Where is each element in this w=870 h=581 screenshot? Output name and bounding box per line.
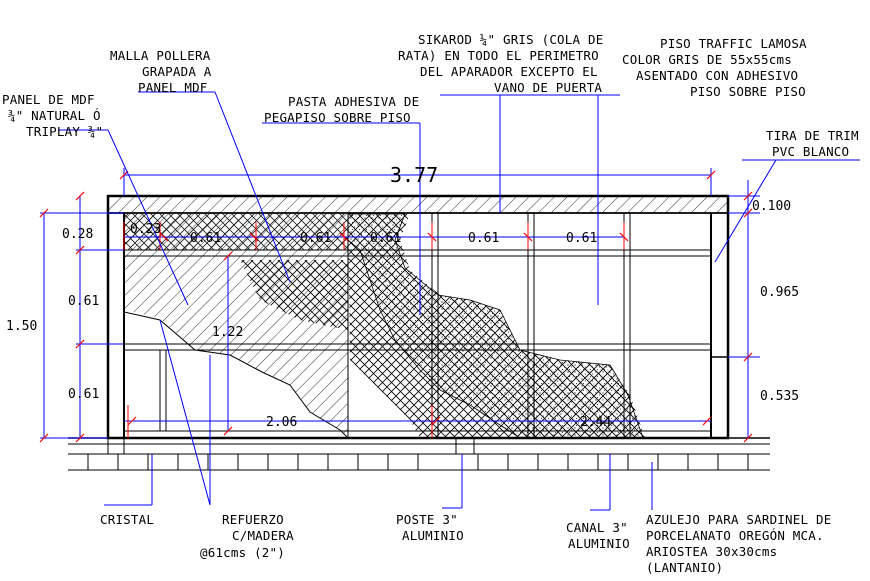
svg-text:MALLA POLLERA: MALLA POLLERA: [110, 48, 211, 63]
display-frame: [106, 194, 730, 440]
svg-text:TIRA DE TRIM: TIRA DE TRIM: [766, 128, 859, 143]
label-pasta: PASTA ADHESIVA DE PEGAPISO SOBRE PISO: [264, 94, 419, 125]
svg-text:AZULEJO PARA SARDINEL DE: AZULEJO PARA SARDINEL DE: [646, 512, 831, 527]
svg-text:¾" NATURAL Ó: ¾" NATURAL Ó: [8, 108, 101, 123]
dim-text-left-bottom: 0.61: [68, 387, 99, 402]
svg-text:COLOR GRIS DE 55x55cms: COLOR GRIS DE 55x55cms: [622, 52, 792, 67]
dim-text-right-mid: 0.965: [760, 285, 799, 300]
broken-edge-left: [123, 311, 349, 439]
svg-text:ALUMINIO: ALUMINIO: [402, 528, 464, 543]
dim-right: [728, 180, 760, 443]
dim-text-left-mid: 0.61: [68, 294, 99, 309]
svg-text:ASENTADO CON ADHESIVO: ASENTADO CON ADHESIVO: [636, 68, 798, 83]
dim-text-top-seg-2: 0.61: [300, 231, 331, 246]
leader-lines: [58, 91, 860, 511]
svg-text:TRIPLAY ¾": TRIPLAY ¾": [26, 124, 103, 139]
svg-text:CANAL 3": CANAL 3": [566, 520, 628, 535]
label-cristal: CRISTAL: [100, 512, 154, 527]
svg-text:SIKAROD ¼" GRIS (COLA DE: SIKAROD ¼" GRIS (COLA DE: [418, 32, 603, 47]
svg-text:ARIOSTEA 30x30cms: ARIOSTEA 30x30cms: [646, 544, 777, 559]
svg-text:ALUMINIO: ALUMINIO: [568, 536, 630, 551]
dimension-texts: 3.77 1.50 0.28 0.61 0.61 0.23 0.61 0.61 …: [6, 163, 799, 430]
label-tira: TIRA DE TRIM PVC BLANCO: [766, 128, 859, 159]
svg-text:PANEL DE MDF: PANEL DE MDF: [2, 92, 95, 107]
svg-text:PISO SOBRE PISO: PISO SOBRE PISO: [690, 84, 806, 99]
svg-text:PASTA ADHESIVA DE: PASTA ADHESIVA DE: [288, 94, 419, 109]
svg-text:RATA) EN TODO EL PERIMETRO: RATA) EN TODO EL PERIMETRO: [398, 48, 599, 63]
dim-inner-bottom: [124, 405, 712, 438]
dim-text-right-top: 0.100: [752, 199, 791, 214]
adhesive-stipple: [347, 213, 644, 439]
label-poste: POSTE 3" ALUMINIO: [396, 512, 464, 543]
dim-inner-top: [123, 222, 629, 250]
label-malla: MALLA POLLERA GRAPADA A PANEL MDF: [110, 48, 212, 95]
svg-text:PISO TRAFFIC LAMOSA: PISO TRAFFIC LAMOSA: [660, 36, 807, 51]
base-tile-row: [68, 437, 770, 471]
dim-inner-vertical: [223, 251, 233, 436]
label-azulejo: AZULEJO PARA SARDINEL DE PORCELANATO ORE…: [646, 512, 831, 575]
dim-text-left-height: 1.50: [6, 319, 37, 334]
svg-text:POSTE 3": POSTE 3": [396, 512, 458, 527]
svg-text:CRISTAL: CRISTAL: [100, 512, 154, 527]
svg-text:VANO DE PUERTA: VANO DE PUERTA: [494, 80, 602, 95]
top-slab: [107, 195, 729, 214]
dim-text-top-seg-3: 0.61: [370, 231, 401, 246]
mdf-panel-hatch: [124, 214, 348, 438]
dim-text-bottom-left: 2.06: [266, 415, 297, 430]
dim-text-bottom-right: 2.44: [580, 415, 611, 430]
dim-text-left-top: 0.28: [62, 227, 93, 242]
label-canal: CANAL 3" ALUMINIO: [566, 520, 630, 551]
svg-text:PORCELANATO OREGÓN MCA.: PORCELANATO OREGÓN MCA.: [646, 528, 824, 543]
svg-text:PVC BLANCO: PVC BLANCO: [772, 144, 849, 159]
dim-left: [39, 191, 124, 443]
svg-text:GRAPADA A: GRAPADA A: [142, 64, 212, 79]
svg-text:REFUERZO: REFUERZO: [222, 512, 284, 527]
svg-text:PANEL MDF: PANEL MDF: [138, 80, 208, 95]
label-panel-mdf: PANEL DE MDF ¾" NATURAL Ó TRIPLAY ¾": [2, 92, 103, 139]
svg-text:@61cms (2"): @61cms (2"): [200, 545, 285, 560]
svg-text:(LANTANIO): (LANTANIO): [646, 560, 723, 575]
dim-text-top-seg-5: 0.61: [566, 231, 597, 246]
dim-text-top-seg-1: 0.61: [190, 231, 221, 246]
label-refuerzo: REFUERZO C/MADERA @61cms (2"): [200, 512, 294, 560]
label-piso: PISO TRAFFIC LAMOSA COLOR GRIS DE 55x55c…: [622, 36, 807, 99]
svg-text:C/MADERA: C/MADERA: [232, 528, 294, 543]
dim-text-overall: 3.77: [390, 163, 438, 187]
dim-text-inner-height: 1.22: [212, 325, 243, 340]
svg-text:DEL APARADOR EXCEPTO EL: DEL APARADOR EXCEPTO EL: [420, 64, 598, 79]
svg-text:PEGAPISO SOBRE PISO: PEGAPISO SOBRE PISO: [264, 110, 411, 125]
dim-overall: [119, 168, 716, 196]
dim-text-top-seg-4: 0.61: [468, 231, 499, 246]
dim-text-right-bottom: 0.535: [760, 389, 799, 404]
dim-text-top-first: 0.23: [130, 222, 161, 237]
label-sikarod: SIKAROD ¼" GRIS (COLA DE RATA) EN TODO E…: [398, 32, 603, 95]
